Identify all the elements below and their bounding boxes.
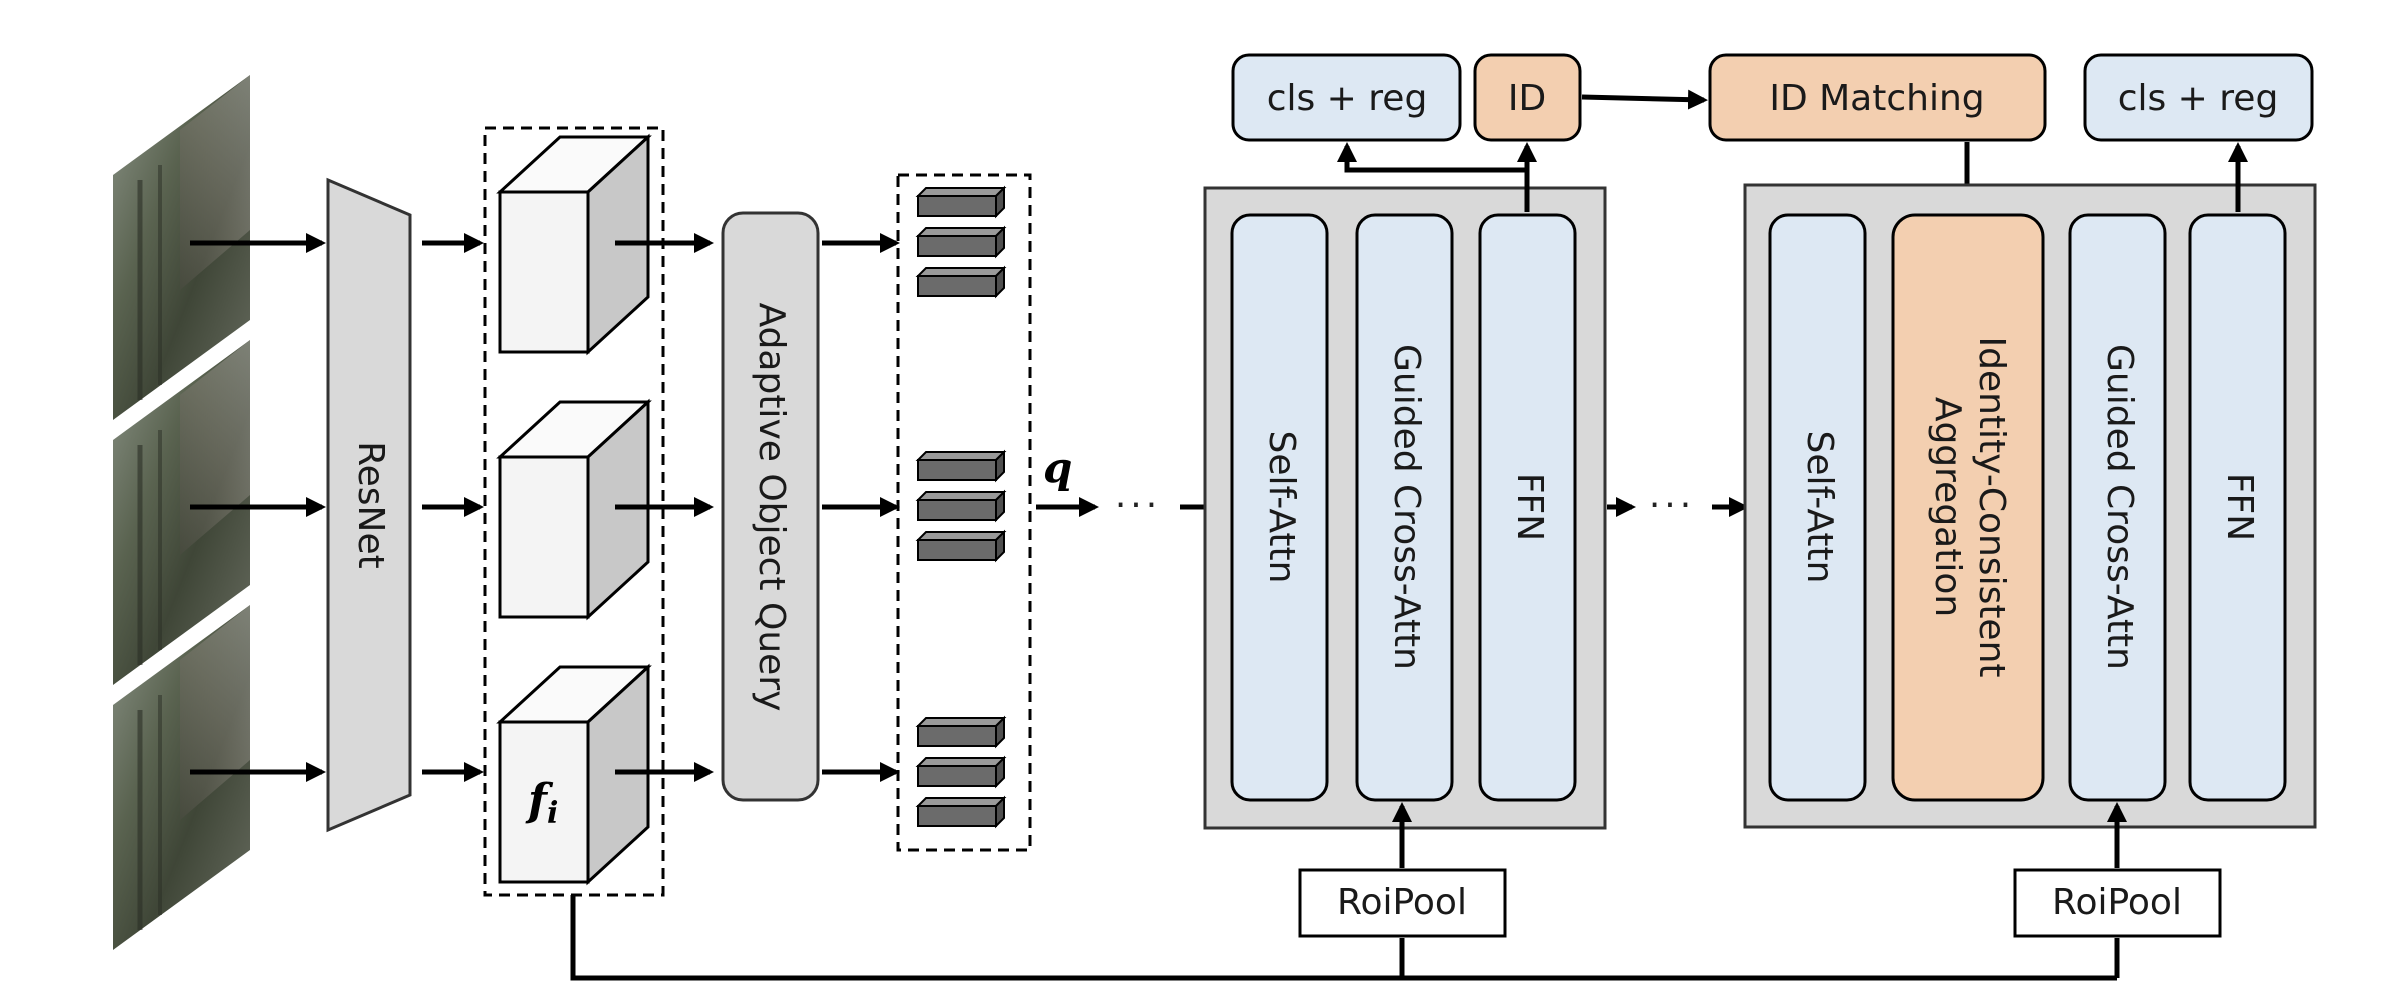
ffn-block-1: FFN — [1478, 213, 1577, 802]
feature-maps-group: fi — [483, 126, 665, 897]
video-frame-3 — [113, 605, 250, 950]
ica-label-line-1: Identity-Consistent — [1971, 336, 2012, 677]
cls-reg-head-2: cls + reg — [2083, 53, 2314, 142]
query-q-label: q — [1043, 443, 1072, 492]
cls-reg-label-2: cls + reg — [2118, 78, 2279, 119]
feature-to-aoq-arrows — [615, 233, 714, 782]
video-frame-2 — [113, 340, 250, 685]
resnet-backbone: ResNet — [326, 177, 412, 833]
decoder-stage-2: Self-Attn Identity-Consistent Aggregatio… — [1743, 183, 2317, 829]
cls-reg-head-1: cls + reg — [1231, 53, 1462, 142]
self-attn-block-2: Self-Attn — [1768, 213, 1867, 802]
feature-routing-lines — [570, 802, 2127, 981]
backbone-to-feature-arrows — [422, 233, 484, 782]
object-queries-group — [896, 173, 1032, 852]
ica-label-line-2: Aggregation — [1927, 397, 1968, 617]
ffn-to-heads-arrows — [1337, 142, 1537, 212]
id-matching-label: ID Matching — [1769, 78, 1984, 119]
self-attn-block-1: Self-Attn — [1230, 213, 1329, 802]
guided-cross-attn-label-1: Guided Cross-Attn — [1386, 344, 1427, 670]
self-attn-label-2: Self-Attn — [1799, 431, 1840, 584]
id-head: ID — [1473, 53, 1582, 142]
roipool-label-2: RoiPool — [2052, 882, 2182, 923]
decoder-stage-1: Self-Attn Guided Cross-Attn FFN — [1203, 186, 1607, 830]
ellipsis-2: ··· — [1649, 485, 1695, 526]
resnet-label: ResNet — [350, 441, 391, 569]
ffn-block-2: FFN — [2188, 213, 2287, 802]
input-frames — [113, 75, 250, 950]
roipool-box-2: RoiPool — [2013, 868, 2222, 938]
cls-reg-label-1: cls + reg — [1267, 78, 1428, 119]
id-label: ID — [1508, 78, 1546, 119]
adaptive-object-query-block: Adaptive Object Query — [721, 211, 820, 802]
query-stack-1 — [915, 185, 1007, 299]
id-matching-block: ID Matching — [1708, 53, 2047, 142]
guided-cross-attn-block-1: Guided Cross-Attn — [1355, 213, 1454, 802]
aoq-to-query-arrows — [822, 233, 900, 782]
frame-to-backbone-arrows — [190, 233, 326, 782]
self-attn-label-1: Self-Attn — [1261, 431, 1302, 584]
video-frame-1 — [113, 75, 250, 420]
aoq-label: Adaptive Object Query — [751, 303, 792, 712]
query-stack-3 — [915, 715, 1007, 829]
ellipsis-1: ··· — [1115, 485, 1161, 526]
guided-cross-attn-label-2: Guided Cross-Attn — [2099, 344, 2140, 670]
guided-cross-attn-block-2: Guided Cross-Attn — [2068, 213, 2167, 802]
query-stack-2 — [915, 449, 1007, 563]
ffn-label-1: FFN — [1509, 473, 1550, 541]
ffn-label-2: FFN — [2219, 473, 2260, 541]
roipool-label-1: RoiPool — [1337, 882, 1467, 923]
roipool-box-1: RoiPool — [1298, 868, 1507, 938]
identity-consistent-aggregation-block: Identity-Consistent Aggregation — [1891, 213, 2045, 802]
